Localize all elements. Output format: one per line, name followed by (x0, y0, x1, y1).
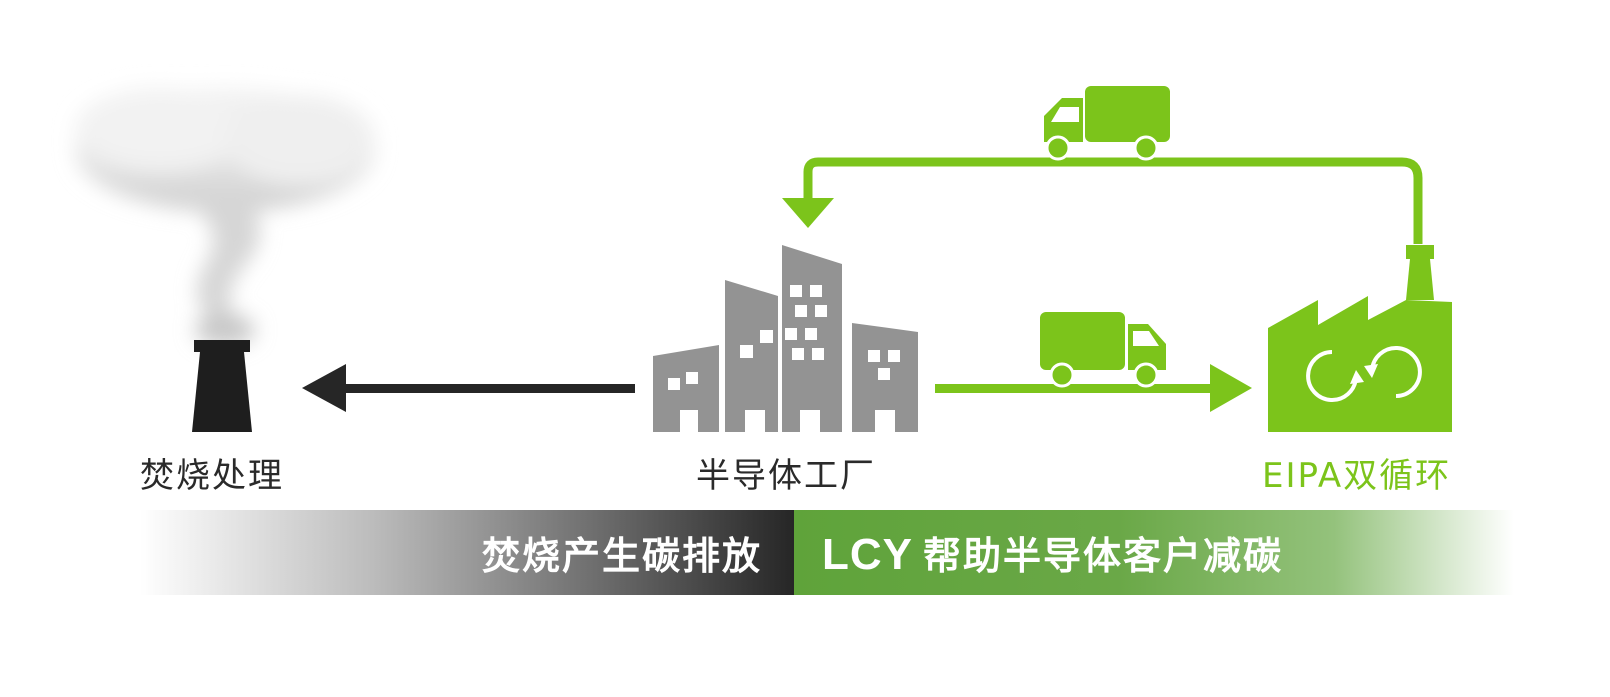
buildings-icon (653, 245, 918, 432)
factory-label: 半导体工厂 (696, 456, 876, 496)
emission-band-text: 焚烧产生碳排放 (481, 534, 762, 578)
emission-band: 焚烧产生碳排放 (140, 510, 794, 595)
arrow-factory-to-eipa (935, 364, 1252, 412)
eipa-factory-icon (1268, 245, 1452, 432)
recycle-icon (1306, 346, 1422, 402)
chimney-icon (192, 340, 252, 432)
truck-icon (1040, 312, 1166, 388)
lcy-brand: LCY (822, 530, 913, 579)
arrow-eipa-to-factory (782, 157, 1423, 244)
incineration-label: 焚烧处理 (140, 456, 284, 496)
eipa-label: EIPA双循环 (1262, 456, 1452, 496)
smoke-icon (75, 88, 375, 346)
arrow-to-incineration (302, 364, 635, 412)
truck-icon (1044, 86, 1170, 161)
reduction-band-text: 帮助半导体客户减碳 (923, 534, 1284, 578)
